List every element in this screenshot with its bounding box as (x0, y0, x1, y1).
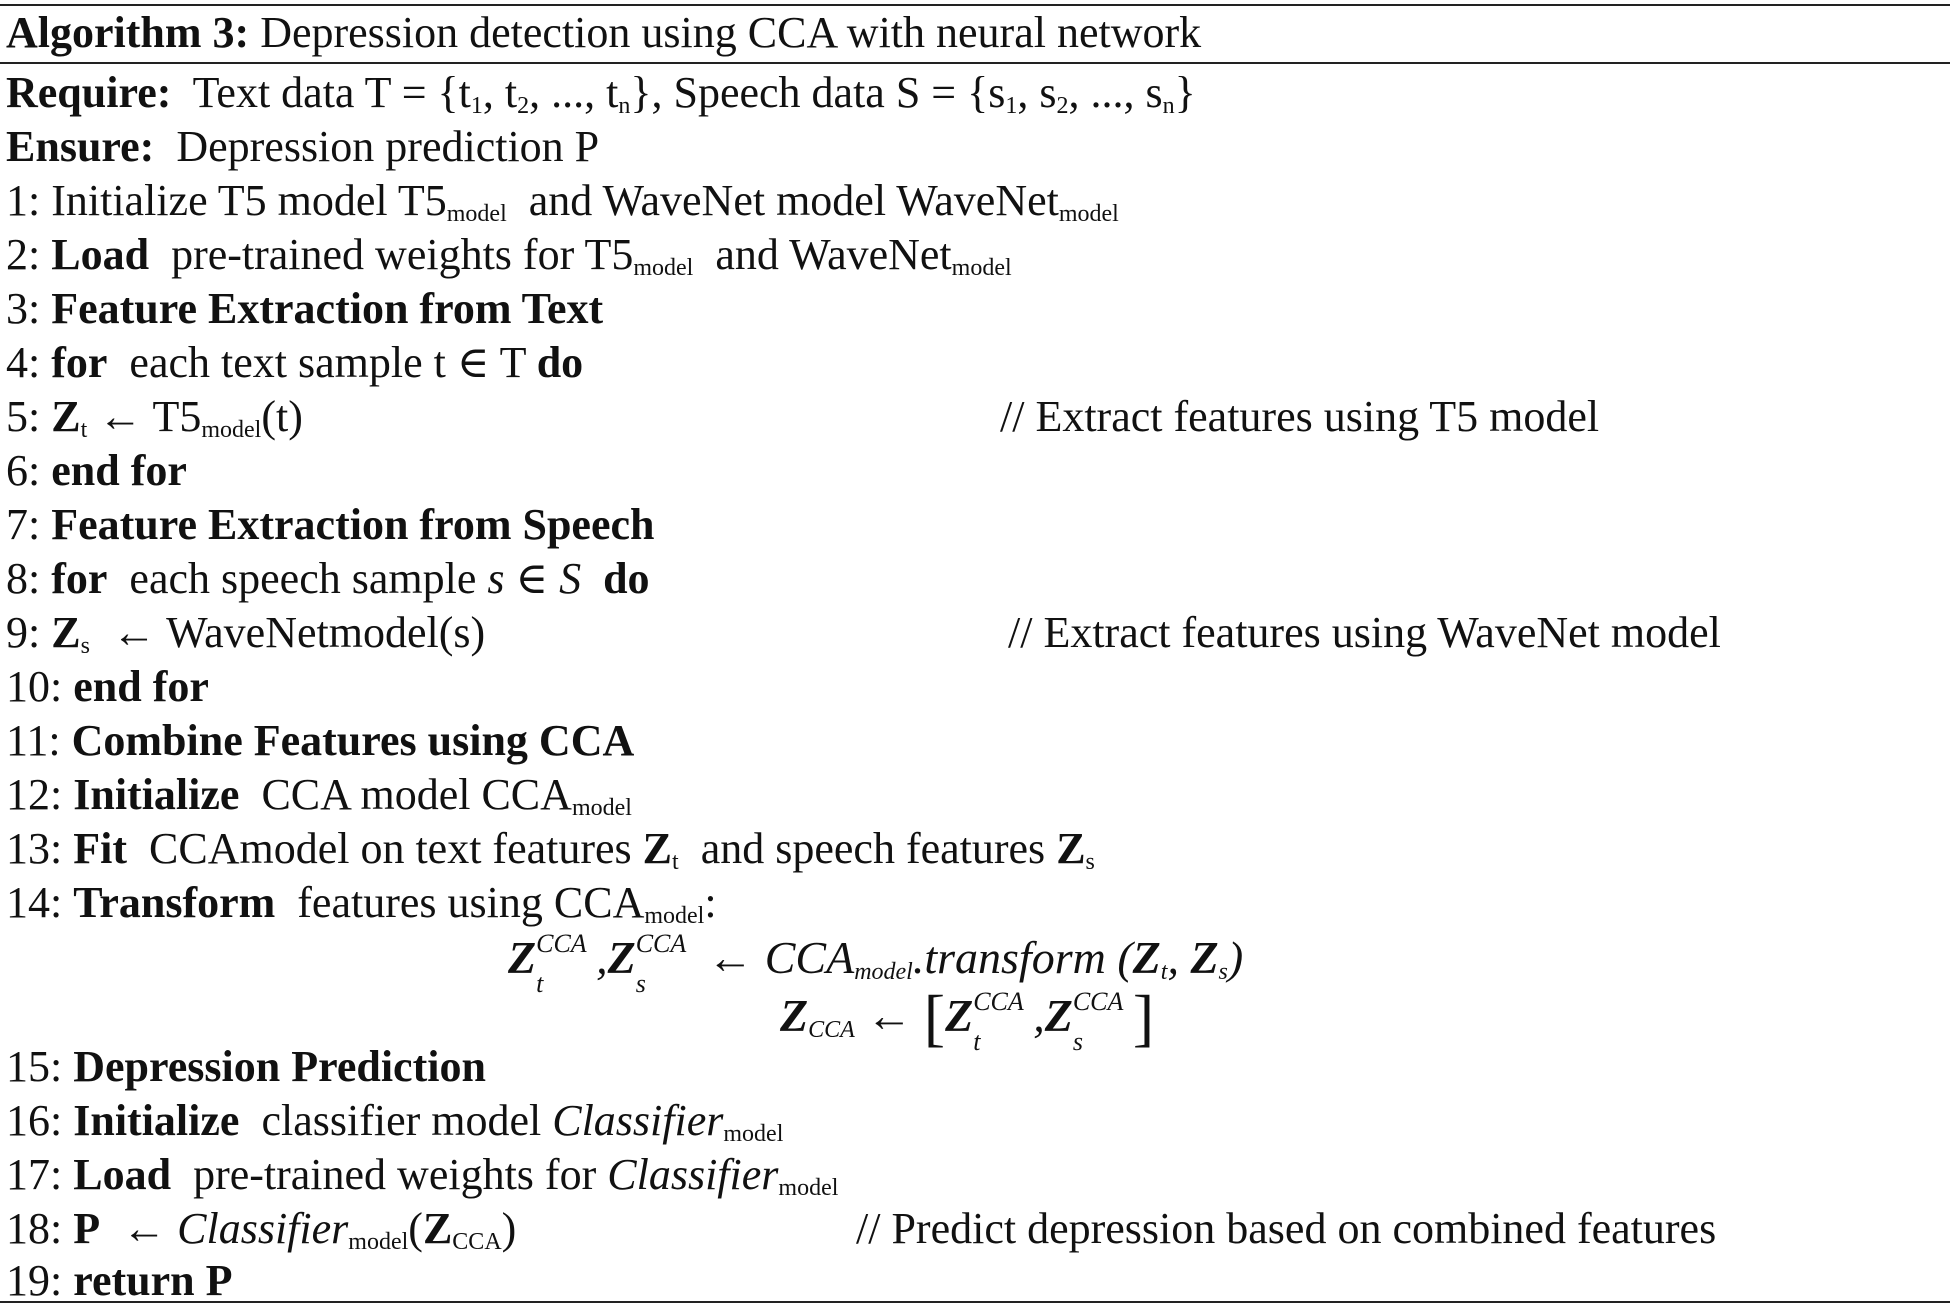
step-18-comment: // Predict depression based on combined … (856, 1204, 1717, 1253)
step-9-comment: // Extract features using WaveNet model (1008, 608, 1721, 657)
step-16: 16: Initialize classifier model Classifi… (6, 1096, 784, 1147)
step-14: 14: Transform features using CCAmodel: (6, 878, 717, 929)
step-4: 4: for each text sample t ∈ T do (6, 338, 584, 387)
step-3: 3: Feature Extraction from Text (6, 284, 604, 333)
step-19: 19: return P (6, 1256, 233, 1305)
step-5: 5: Zt ← T5model(t) (6, 392, 303, 443)
step-8: 8: for each speech sample s ∈ S do (6, 554, 650, 603)
step-5-comment: // Extract features using T5 model (1000, 392, 1600, 441)
bottom-rule (0, 1301, 1950, 1303)
require-line: Require: Text data T = {t1, t2, ..., tn}… (6, 68, 1196, 119)
step-1: 1: Initialize T5 model T5model and WaveN… (6, 176, 1119, 227)
step-12: 12: Initialize CCA model CCAmodel (6, 770, 632, 821)
algorithm-title: Algorithm 3: Depression detection using … (6, 8, 1202, 57)
step-15: 15: Depression Prediction (6, 1042, 486, 1091)
step-7: 7: Feature Extraction from Speech (6, 500, 655, 549)
step-9: 9: Zs ← WaveNetmodel(s) (6, 608, 486, 659)
step-17: 17: Load pre-trained weights for Classif… (6, 1150, 839, 1201)
step-11: 11: Combine Features using CCA (6, 716, 635, 765)
step-6: 6: end for (6, 446, 187, 495)
step-13: 13: Fit CCAmodel on text features Zt and… (6, 824, 1095, 875)
ensure-line: Ensure: Depression prediction P (6, 122, 600, 171)
title-rule (0, 62, 1950, 64)
step-10: 10: end for (6, 662, 209, 711)
step-2: 2: Load pre-trained weights for T5model … (6, 230, 1012, 281)
step-18: 18: P ← Classifiermodel(ZCCA) (6, 1204, 517, 1255)
top-rule (0, 4, 1950, 6)
